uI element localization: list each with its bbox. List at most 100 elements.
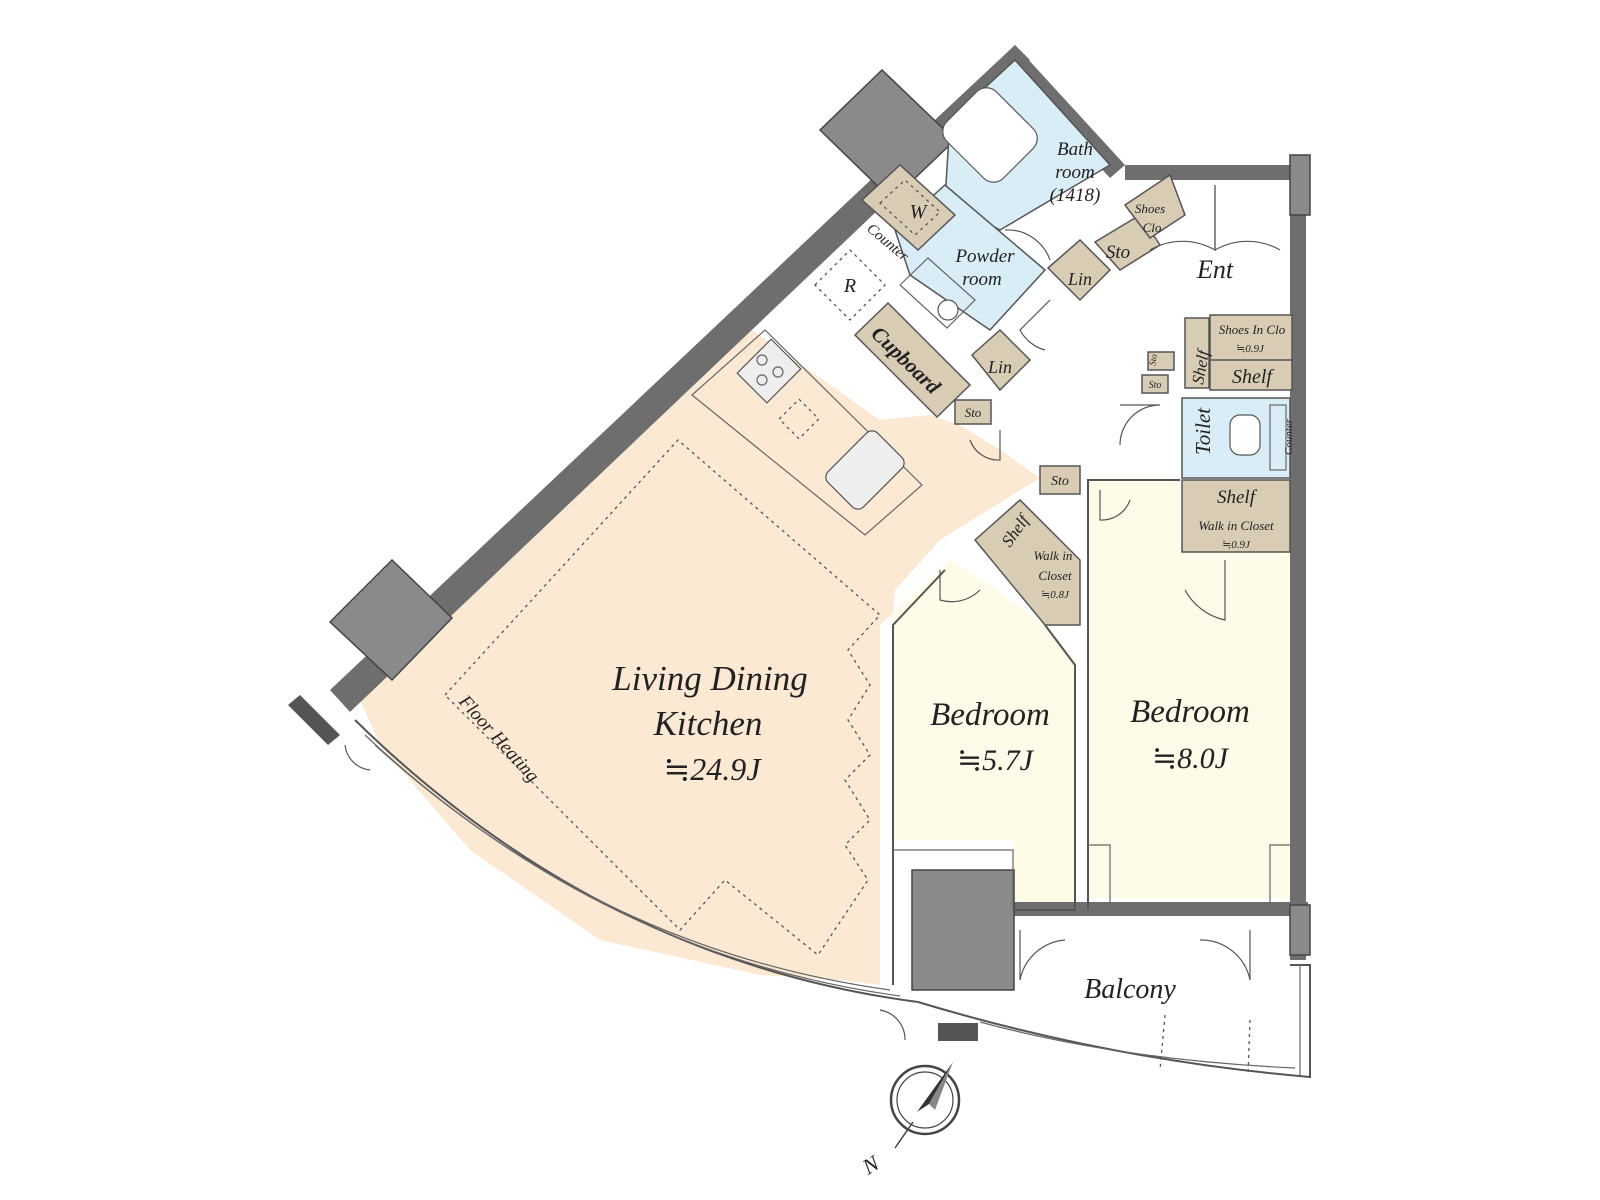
window-curve-outer — [364, 734, 901, 997]
wic2-area-label: ≒0.9J — [1222, 539, 1251, 551]
wall-top-entry — [1125, 165, 1290, 180]
door-south[interactable] — [879, 1009, 906, 1041]
bedroom2-label: Bedroom — [1130, 694, 1250, 730]
compass — [889, 1062, 961, 1149]
washer-label: W — [910, 201, 929, 223]
toilet-counter-label: Counter — [1283, 418, 1295, 455]
balcony-dash-2 — [1247, 1019, 1251, 1076]
bathtub — [942, 87, 1038, 183]
shoes-clo-box — [1123, 173, 1186, 240]
washer-dash — [879, 179, 941, 236]
lin-2-label: Lin — [987, 357, 1012, 377]
door-entry-2[interactable] — [1149, 185, 1216, 252]
sto-3-label: Sto — [1051, 474, 1069, 489]
lin-1-box — [1046, 238, 1112, 302]
shoes-clo-label-1: Shoes — [1135, 201, 1165, 216]
shoes-in-clo-label: Shoes In Clo — [1219, 322, 1286, 337]
door-powder[interactable] — [1019, 299, 1051, 351]
window-curve — [354, 719, 919, 1003]
door-balcony-1[interactable] — [1019, 930, 1066, 981]
bedroom1-east-partition — [1044, 624, 1076, 910]
wic2-label: Walk in Closet — [1198, 518, 1274, 533]
door-wic2[interactable] — [1184, 560, 1226, 621]
ldk-bedroom-partition — [892, 569, 946, 985]
bedroom1-area-label: ≒5.7J — [957, 744, 1035, 777]
floor-heating-zone — [444, 439, 881, 956]
door-bath[interactable] — [1004, 229, 1051, 261]
bedroom2-lower-notch-r — [1269, 844, 1290, 905]
sto-2-label: Sto — [965, 405, 982, 420]
kitchen-counter — [691, 329, 923, 536]
wic2-shelf-label: Shelf — [1217, 487, 1258, 508]
wall-northwest — [330, 190, 878, 712]
powder-sink — [937, 299, 959, 321]
door-bedroom2[interactable] — [1099, 490, 1131, 521]
cooktop — [736, 338, 802, 404]
shelf-entry-v-box — [1184, 317, 1210, 389]
burner-3 — [756, 374, 768, 386]
sto-1-label: Sto — [1106, 242, 1130, 263]
balcony-rail — [979, 1021, 1296, 1069]
wic1-label-1: Walk in — [1034, 548, 1073, 563]
burner-2 — [772, 366, 784, 378]
powder-counter-box — [899, 257, 976, 329]
refrigerator-space — [814, 249, 886, 321]
wic1-area-label: ≒0.8J — [1041, 589, 1070, 601]
sto-5-box — [1141, 374, 1169, 394]
door-hall[interactable] — [969, 430, 1001, 461]
balcony-label: Balcony — [1084, 974, 1176, 1005]
wall-stub-bottom — [938, 1023, 978, 1041]
wic2-box — [1181, 479, 1291, 553]
bedroom2-lower-notch — [1088, 844, 1111, 905]
bathroom-label-1: Bath — [1057, 139, 1093, 160]
shelf-entry-h-box — [1209, 359, 1293, 391]
sto-2-box — [954, 399, 992, 425]
powder-label-1: Powder — [954, 246, 1015, 267]
cupboard — [853, 301, 972, 419]
lin-2-box — [970, 328, 1032, 392]
door-balcony-2[interactable] — [1199, 930, 1251, 981]
pillar-left — [328, 558, 454, 682]
bedroom2-west-partition — [1087, 479, 1180, 910]
shoes-clo-label-2: Clo — [1143, 220, 1162, 235]
bedroom2-area — [1088, 478, 1290, 898]
sto-5-label: Sto — [1149, 380, 1162, 391]
sto-3-box — [1039, 465, 1081, 495]
bedroom1-area — [893, 560, 1075, 910]
compass-north-label: N — [857, 1150, 884, 1180]
balcony-dash-1 — [1159, 1014, 1166, 1071]
entrance-label: Ent — [1196, 255, 1234, 284]
toilet-counter — [1269, 404, 1287, 471]
pillar-balcony — [911, 869, 1015, 991]
wic1-box — [973, 498, 1081, 626]
pillar-east-top — [1289, 154, 1311, 216]
powder-label-2: room — [962, 269, 1001, 290]
ldk-area-label: ≒24.9J — [663, 751, 762, 787]
shoes-in-clo-area: ≒0.9J — [1236, 343, 1265, 355]
shelf-entry-h-label: Shelf — [1232, 366, 1274, 388]
sto-4-box — [1147, 351, 1175, 371]
sto-4-label: Sto — [1147, 353, 1159, 367]
door-toilet[interactable] — [1119, 404, 1161, 446]
door-bedroom1[interactable] — [939, 570, 981, 603]
washer-space — [860, 163, 957, 252]
lin-1-label: Lin — [1067, 269, 1092, 289]
toilet-label: Toilet — [1191, 407, 1215, 455]
bathroom-label-2: room — [1055, 162, 1094, 183]
wic1-label-2: Closet — [1038, 568, 1072, 583]
bedroom1-label: Bedroom — [930, 697, 1050, 733]
kitchen-sink — [825, 430, 905, 510]
burner-1 — [756, 354, 768, 366]
refrigerator-label: R — [843, 275, 856, 297]
door-ldk-sw[interactable] — [344, 744, 371, 771]
wall-east — [1290, 155, 1306, 960]
bedroom-lower-notch — [893, 849, 1014, 910]
toilet-bowl — [1229, 414, 1261, 456]
wall-bedrooms-south — [1013, 902, 1308, 916]
pillar-east-bottom — [1289, 904, 1311, 956]
bedroom2-area-label: ≒8.0J — [1152, 742, 1230, 775]
wall-stub-left — [288, 695, 340, 745]
door-entry[interactable] — [1214, 185, 1281, 252]
ldk-label-line2: Kitchen — [653, 704, 763, 743]
